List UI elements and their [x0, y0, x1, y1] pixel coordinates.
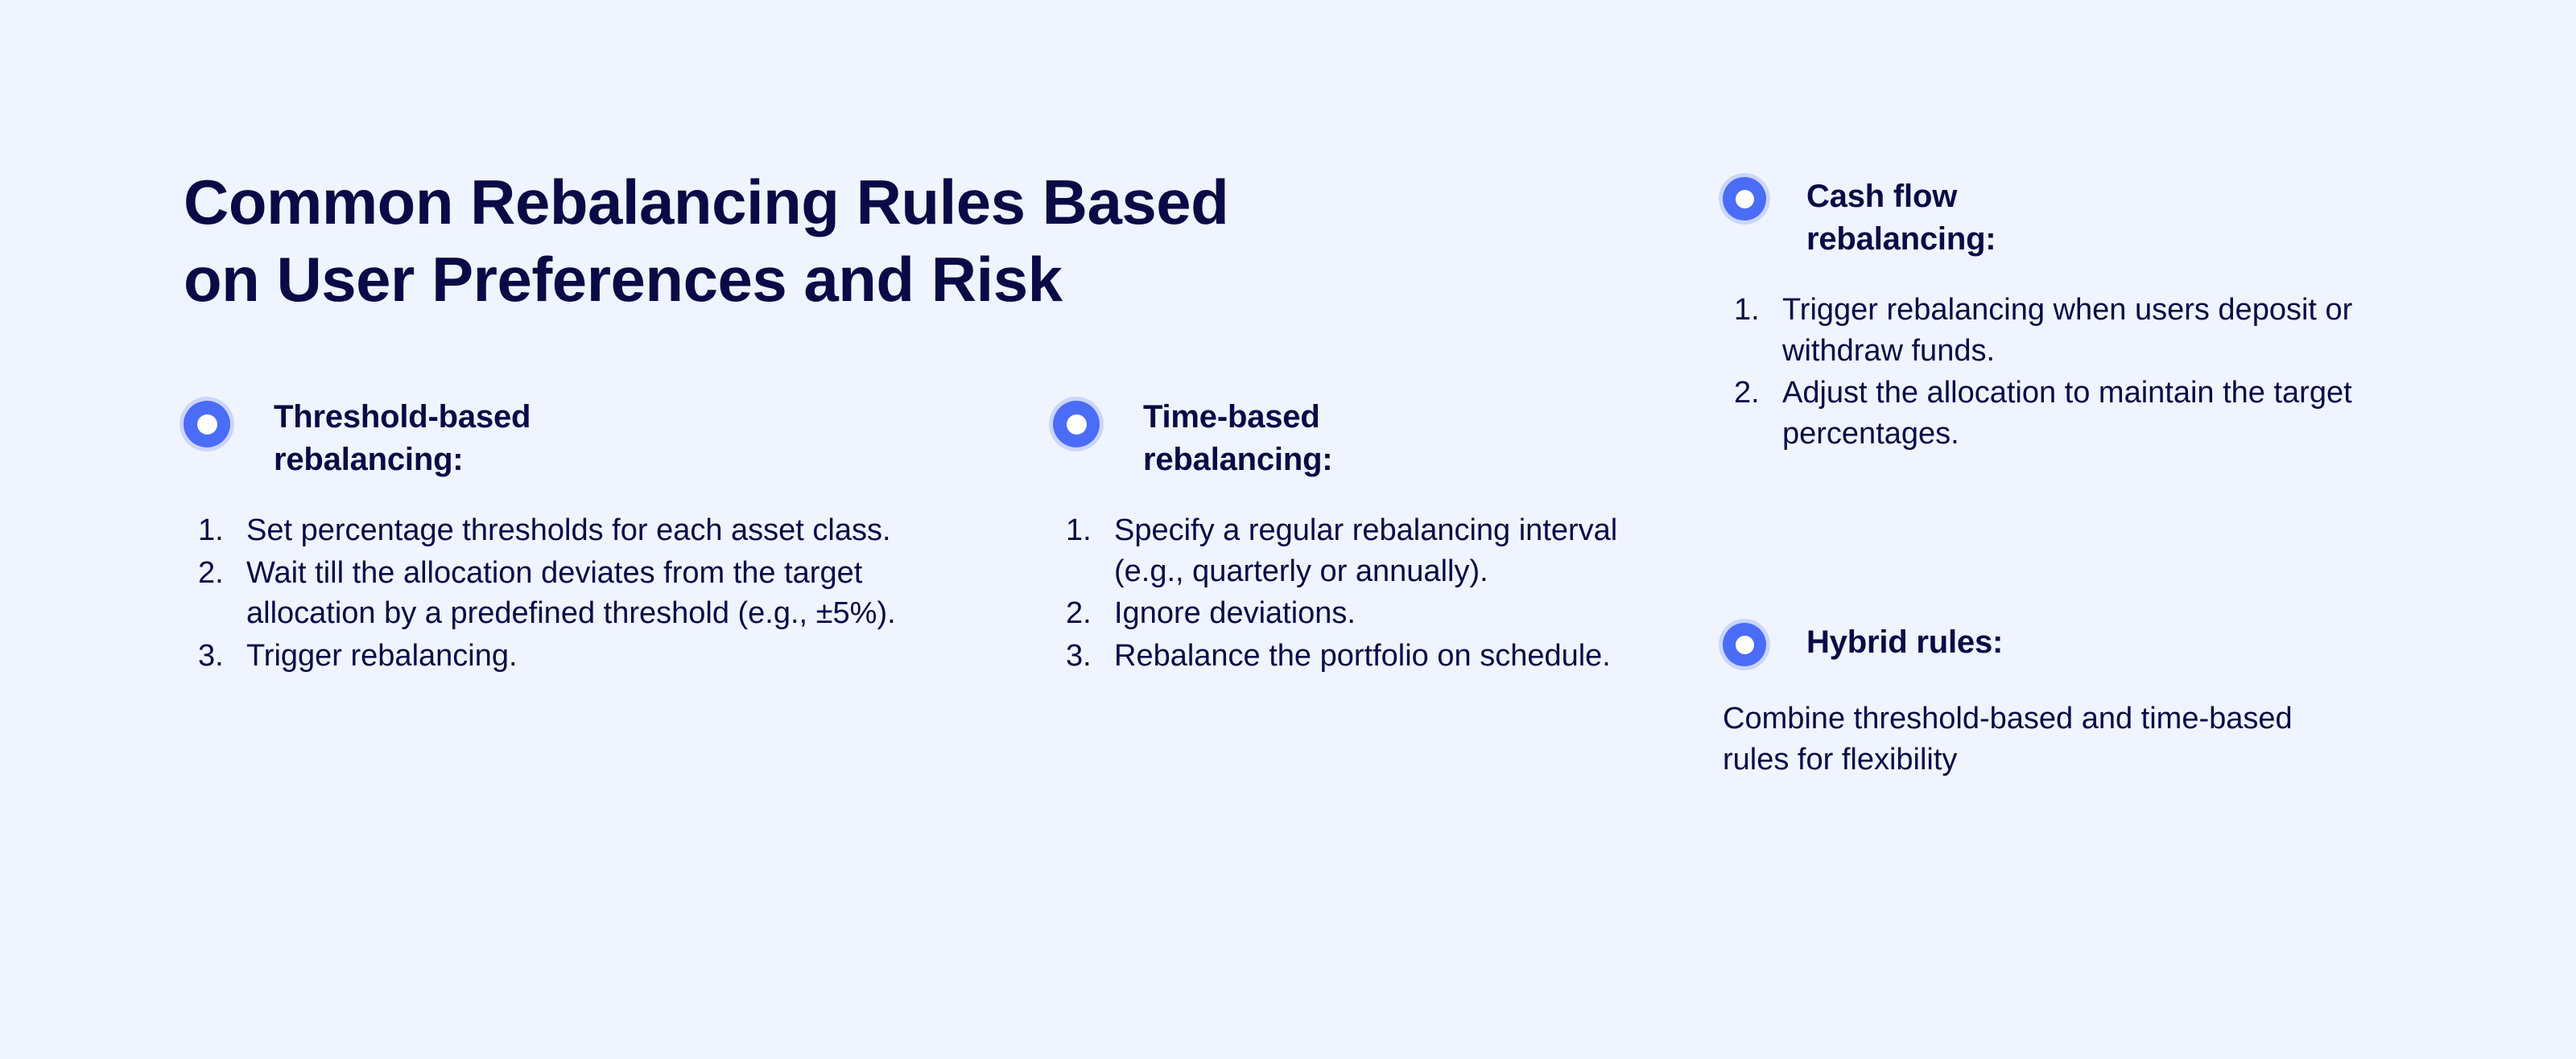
bullet-donut-icon — [1723, 623, 1766, 666]
section-threshold-based-header: Threshold-based rebalancing: — [184, 396, 989, 481]
section-time-based-header: Time-based rebalancing: — [1053, 396, 1665, 481]
list-item: Rebalance the portfolio on schedule. — [1066, 636, 1611, 677]
page-title: Common Rebalancing Rules Based on User P… — [184, 167, 1229, 315]
bullet-donut-icon — [1053, 401, 1100, 447]
section-cash-flow-list: Trigger rebalancing when users deposit o… — [1734, 290, 2458, 455]
section-hybrid-rules-paragraph: Combine threshold-based and time-based r… — [1723, 702, 2293, 777]
section-time-based-title: Time-based rebalancing: — [1143, 399, 1333, 477]
list-item: Ignore deviations. — [1066, 593, 1356, 634]
section-threshold-based-title: Threshold-based rebalancing: — [274, 399, 531, 477]
list-item: Set percentage thresholds for each asset… — [198, 510, 891, 551]
section-threshold-based-list: Set percentage thresholds for each asset… — [198, 510, 963, 678]
section-hybrid-rules-title: Hybrid rules: — [1806, 624, 2004, 660]
bullet-donut-icon — [184, 401, 230, 447]
section-threshold-based: Threshold-based rebalancing: Set percent… — [184, 396, 989, 678]
section-cash-flow: Cash flow rebalancing: Trigger rebalanci… — [1723, 175, 2463, 456]
section-hybrid-rules: Hybrid rules: Combine threshold-based an… — [1723, 621, 2463, 781]
list-item: Specify a regular rebalancing interval (… — [1066, 510, 1618, 588]
bullet-donut-icon — [1723, 177, 1766, 220]
list-item: Trigger rebalancing when users deposit o… — [1734, 290, 2353, 368]
section-cash-flow-header: Cash flow rebalancing: — [1723, 175, 2463, 261]
section-time-based-list: Specify a regular rebalancing interval (… — [1066, 510, 1645, 678]
section-time-based: Time-based rebalancing: Specify a regula… — [1053, 396, 1665, 678]
section-cash-flow-title: Cash flow rebalancing: — [1806, 179, 1996, 257]
list-item: Adjust the allocation to maintain the ta… — [1734, 373, 2352, 451]
section-hybrid-rules-header: Hybrid rules: — [1723, 621, 2463, 666]
list-item: Trigger rebalancing. — [198, 636, 518, 677]
list-item: Wait till the allocation deviates from t… — [198, 553, 896, 631]
